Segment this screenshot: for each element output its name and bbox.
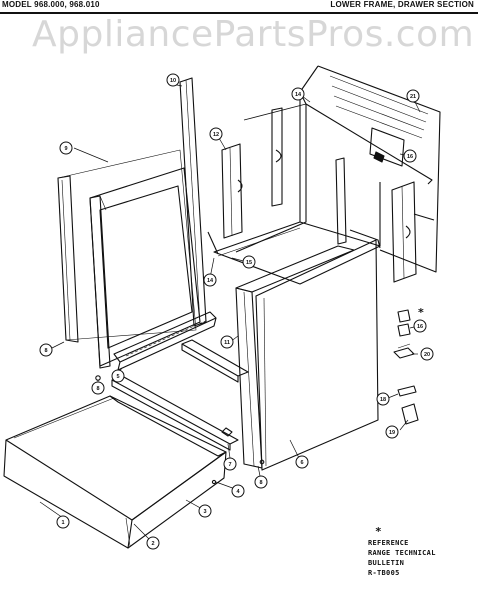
note-star: *	[375, 525, 382, 538]
callout-14-lower-label: 14	[207, 278, 214, 284]
callout-4-label: 4	[236, 489, 240, 495]
small-parts	[393, 309, 419, 425]
callout-7-label: 7	[228, 462, 231, 468]
callout-12: 12	[209, 127, 223, 141]
callout-19-label: 20	[424, 352, 430, 358]
callout-14: 14	[291, 87, 305, 101]
callout-8-mid: 8	[91, 381, 105, 395]
model-number: MODEL 968.000, 968.010	[2, 0, 100, 9]
reference-star-marker: *	[418, 306, 424, 319]
left-frame	[89, 167, 201, 369]
callout-2-label: 2	[151, 541, 154, 547]
callout-11: 11	[220, 335, 234, 349]
callout-1: 1	[56, 515, 70, 529]
callout-9-label: 9	[64, 146, 67, 152]
left-side-panel	[57, 149, 197, 343]
callout-9: 9	[59, 141, 73, 155]
callout-8-left: 8	[39, 343, 53, 357]
drawer	[3, 395, 227, 549]
right-rear-channel	[379, 181, 435, 283]
section-title: LOWER FRAME, DRAWER SECTION	[330, 0, 474, 9]
reference-note: * REFERENCE RANGE TECHNICAL BULLETIN R-T…	[368, 526, 436, 578]
callout-11-label: 11	[224, 340, 230, 346]
note-line-4: R-TB005	[368, 569, 400, 577]
callout-20-label: 19	[389, 430, 395, 436]
callout-8-right-label: 8	[259, 480, 262, 486]
callout-21-label: 21	[410, 94, 416, 100]
callout-16-top-label: 16	[407, 154, 413, 160]
note-line-3: BULLETIN	[368, 559, 405, 567]
callout-20: 19	[385, 425, 399, 439]
callout-17: 18	[376, 392, 390, 406]
front-bracket	[113, 311, 217, 371]
callout-3-label: 3	[203, 509, 206, 515]
callout-15: 15	[242, 255, 256, 269]
callout-1-label: 1	[61, 520, 64, 526]
callout-3: 3	[198, 504, 212, 518]
callout-17-label: 18	[380, 397, 386, 403]
note-line-2: RANGE TECHNICAL	[368, 549, 436, 557]
callout-markers: 9 10 12 14 21 16 15 14 11 8 5 8 7 8 6 4 …	[39, 73, 434, 550]
front-post	[179, 77, 207, 327]
callout-10: 10	[166, 73, 180, 87]
callout-14-lower: 14	[203, 273, 217, 287]
callout-6: 6	[295, 455, 309, 469]
note-line-1: REFERENCE	[368, 539, 409, 547]
callout-7: 7	[223, 457, 237, 471]
callout-2: 2	[146, 536, 160, 550]
back-frame	[235, 91, 433, 253]
callout-4: 4	[231, 484, 245, 498]
right-side-panel	[255, 239, 379, 471]
callout-8-mid-label: 8	[96, 386, 99, 392]
side-channel	[221, 143, 243, 239]
callout-10-label: 10	[170, 78, 176, 84]
callout-6-label: 6	[300, 460, 303, 466]
center-post	[335, 157, 347, 245]
callout-5: 5	[111, 369, 125, 383]
watermark: AppliancePartsPros.com	[32, 14, 475, 55]
header-rule	[0, 12, 478, 14]
callout-8-right: 8	[254, 475, 268, 489]
callout-8-left-label: 8	[44, 348, 47, 354]
callout-5-label: 5	[116, 374, 119, 380]
callout-16-top: 16	[403, 149, 417, 163]
callout-14-label: 14	[295, 92, 302, 98]
callout-15-label: 15	[246, 260, 252, 266]
callout-21: 21	[406, 89, 420, 103]
callout-19: 20	[420, 347, 434, 361]
callout-16-bottom-label: 16	[417, 324, 423, 330]
callout-12-label: 12	[213, 132, 219, 138]
callout-16-bottom: 16	[413, 319, 427, 333]
back-panel	[299, 65, 441, 273]
header-bar: MODEL 968.000, 968.010 LOWER FRAME, DRAW…	[0, 0, 478, 14]
